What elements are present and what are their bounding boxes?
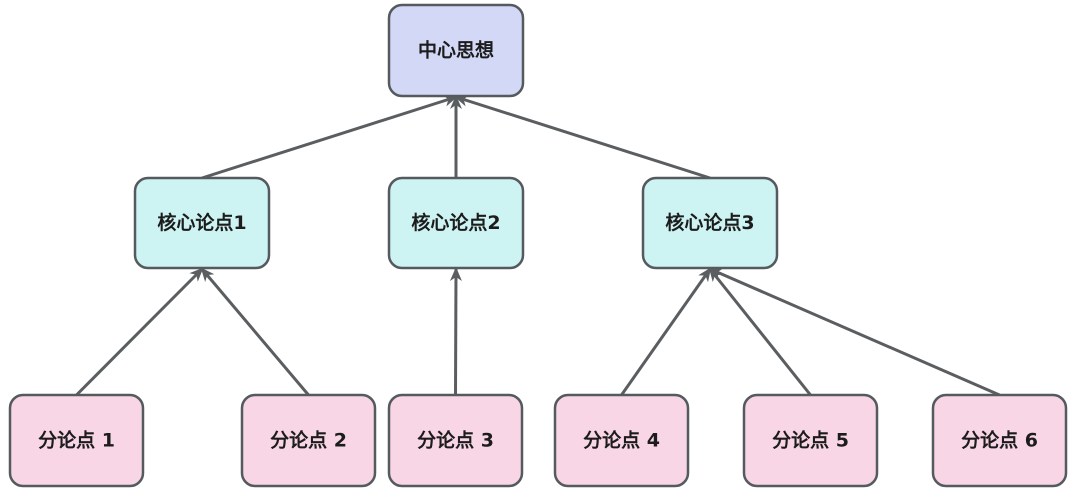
core-point-node-1: 核心论点1: [133, 176, 271, 270]
sub-point-label-1: 分论点 1: [38, 429, 115, 452]
core-point-label-3: 核心论点3: [665, 211, 754, 234]
sub-point-label-5: 分论点 5: [772, 429, 849, 452]
nodes-layer: 中心思想 核心论点1 核心论点2 核心论点3 分论点 1 分论点 2 分论点 3: [8, 3, 1068, 488]
sub-point-node-6: 分论点 6: [931, 393, 1068, 488]
sub-point-node-4: 分论点 4: [553, 393, 690, 488]
edge-sub1-core1: [75, 267, 204, 397]
edge-sub5-core3: [708, 267, 812, 396]
sub-point-label-6: 分论点 6: [961, 429, 1038, 452]
edges-layer: [75, 94, 1001, 397]
sub-point-node-5: 分论点 5: [742, 393, 879, 488]
edge-sub2-core1: [200, 267, 310, 396]
edge-sub6-core3: [708, 267, 1001, 397]
core-point-label-1: 核心论点1: [157, 211, 246, 234]
edge-sub3-core2: [449, 267, 462, 396]
sub-point-label-2: 分论点 2: [270, 429, 347, 452]
sub-point-node-2: 分论点 2: [240, 393, 377, 488]
edge-core1-root: [201, 94, 458, 180]
sub-point-label-3: 分论点 3: [417, 429, 494, 452]
sub-point-node-1: 分论点 1: [8, 393, 145, 488]
core-point-node-3: 核心论点3: [641, 176, 779, 270]
root-node-label: 中心思想: [418, 39, 494, 62]
edge-core3-root: [454, 94, 711, 180]
core-point-node-2: 核心论点2: [387, 176, 525, 270]
sub-point-label-4: 分论点 4: [583, 429, 660, 452]
edge-sub4-core3: [620, 267, 712, 396]
core-point-label-2: 核心论点2: [411, 211, 500, 234]
sub-point-node-3: 分论点 3: [387, 393, 524, 488]
root-node-central-idea: 中心思想: [387, 3, 525, 98]
